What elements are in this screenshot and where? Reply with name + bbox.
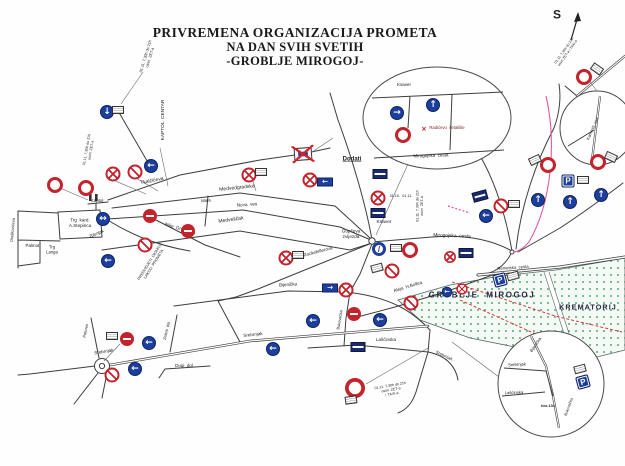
title-line-2: NA DAN SVIH SVETIH — [226, 40, 364, 54]
title-line-1: PRIVREMENA ORGANIZACIJA PROMETA — [152, 25, 438, 40]
inset-circle-top-right — [559, 90, 625, 166]
map-title: PRIVREMENA ORGANIZACIJA PROMETA NA DAN S… — [140, 25, 450, 69]
leader-lines — [59, 71, 598, 385]
inset-circle-top — [362, 66, 512, 170]
road-network — [17, 54, 625, 414]
cemetery-area — [397, 257, 625, 361]
inset-circle-bottom-right — [497, 330, 605, 438]
north-arrow-icon — [570, 12, 581, 41]
title-line-3: -GROBLJE MIROGOJ- — [226, 54, 364, 68]
